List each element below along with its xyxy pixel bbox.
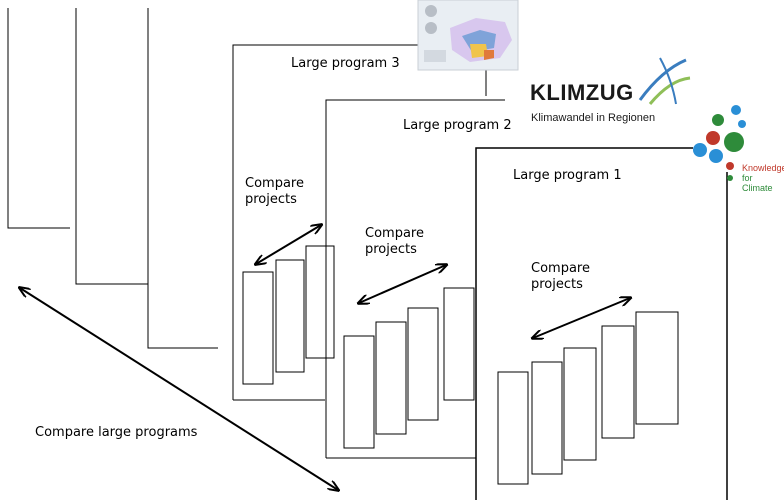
compare-projects-label-1: Compare projects [531, 261, 590, 292]
project-sheet [275, 259, 305, 373]
knowledge-for-climate-dots-icon [693, 105, 746, 181]
program-1-frame [475, 147, 728, 500]
project-sheet [635, 311, 679, 425]
project-sheet [531, 361, 563, 475]
project-sheet [497, 371, 529, 485]
program-outline-4 [75, 8, 148, 285]
compare-projects-label-3: Compare projects [245, 176, 304, 207]
program-2-project-sheets [343, 287, 475, 449]
compare-arrows [20, 225, 630, 490]
program-outline-5 [7, 8, 70, 229]
program-2-label: Large program 2 [403, 118, 512, 133]
compare-projects-label-2: Compare projects [365, 226, 424, 257]
background-program-outlines [7, 8, 218, 349]
compare-large-programs-label: Compare large programs [35, 425, 198, 440]
program-1-label: Large program 1 [513, 168, 622, 183]
program-outline-3-left [147, 8, 218, 349]
project-sheet [563, 347, 597, 461]
project-sheet [343, 335, 375, 449]
compare-large-programs-arrow [20, 288, 338, 490]
klimzug-logo-word: KLIMZUG [530, 80, 634, 105]
project-sheet [407, 307, 439, 421]
knowledge-for-climate-line1: Knowledge [742, 163, 784, 173]
knowledge-for-climate-line2: for Climate [742, 173, 773, 193]
klimzug-logo-tagline: Klimawandel in Regionen [531, 112, 656, 124]
compare-projects-arrow-1 [533, 298, 630, 338]
map-thumbnail-image [417, 0, 519, 71]
program-3-label: Large program 3 [291, 56, 400, 71]
project-sheet [443, 287, 475, 401]
project-sheet [601, 325, 635, 439]
compare-projects-arrow-2 [359, 265, 446, 303]
klimzug-swoosh-icon [638, 57, 691, 105]
project-sheet [375, 321, 407, 435]
program-1-project-sheets [497, 311, 679, 485]
compare-projects-arrow-3 [256, 225, 321, 264]
project-sheet [305, 245, 335, 359]
program-3-project-sheets [242, 245, 335, 385]
project-sheet [242, 271, 274, 385]
